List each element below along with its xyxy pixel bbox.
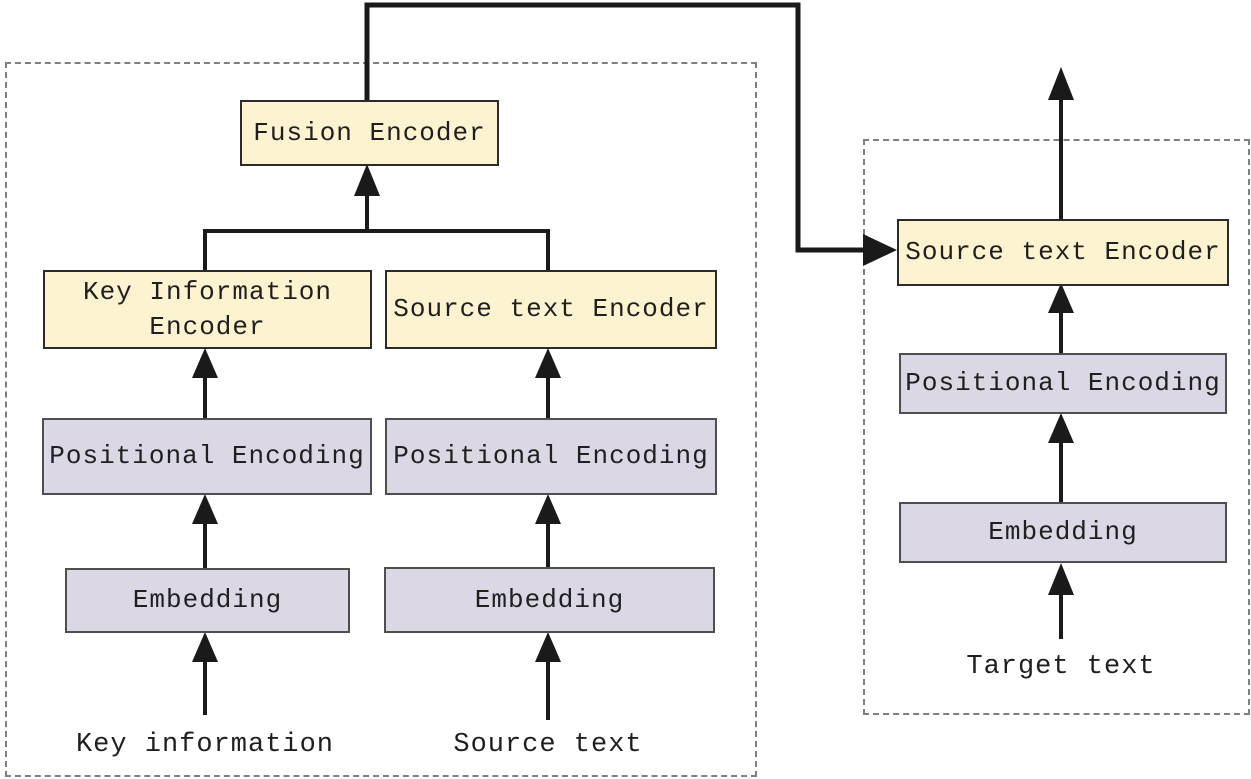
fusion-encoder-box: Fusion Encoder: [240, 100, 499, 166]
source-text-encoder-right-box: Source text Encoder: [897, 219, 1229, 286]
target-text-input-label: Target text: [966, 652, 1156, 682]
embedding-key-box: Embedding: [65, 568, 350, 633]
positional-encoding-src-box: Positional Encoding: [385, 418, 717, 495]
positional-encoding-right-box: Positional Encoding: [899, 353, 1227, 414]
embedding-src-box: Embedding: [384, 567, 715, 633]
key-information-encoder-box: Key Information Encoder: [43, 270, 372, 349]
positional-encoding-key-box: Positional Encoding: [42, 418, 372, 495]
source-text-input-label: Source text: [453, 730, 643, 760]
source-text-encoder-left-box: Source text Encoder: [385, 270, 717, 349]
embedding-right-box: Embedding: [899, 502, 1227, 563]
right-decoder-panel: [863, 139, 1250, 715]
key-information-input-label: Key information: [75, 730, 335, 760]
